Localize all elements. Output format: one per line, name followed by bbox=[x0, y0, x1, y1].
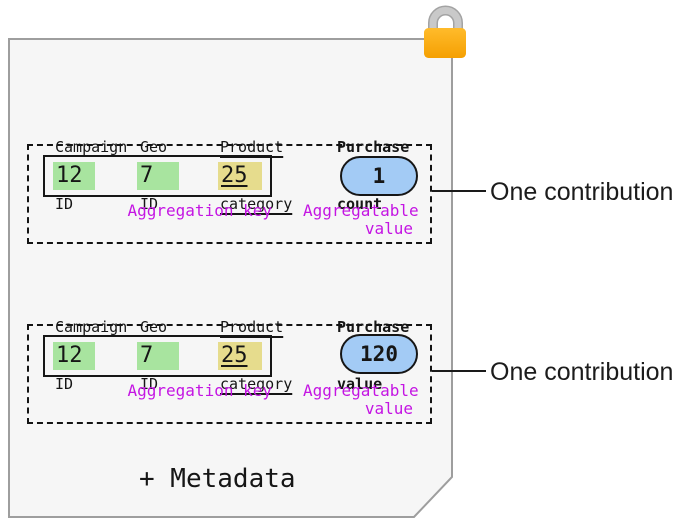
connector-line bbox=[432, 190, 486, 192]
header-line: value bbox=[337, 375, 383, 393]
header-line: Purchase bbox=[337, 138, 410, 156]
column-header-product-category: Product category bbox=[220, 280, 292, 432]
header-line: category bbox=[220, 195, 293, 213]
column-header-geo-id: Geo ID bbox=[140, 100, 176, 252]
lock-icon bbox=[424, 5, 466, 58]
key-cell-campaign-id: 12 bbox=[53, 342, 95, 370]
header-line: ID bbox=[55, 375, 74, 393]
column-header-purchase-value: Purchase value bbox=[337, 280, 409, 432]
header-line: ID bbox=[55, 195, 74, 213]
key-cell-campaign-id: 12 bbox=[53, 162, 95, 190]
header-line: ID bbox=[140, 195, 159, 213]
aggregation-key-label: Aggregation key bbox=[127, 201, 273, 220]
header-line: Campaign bbox=[55, 138, 128, 156]
column-header-product-category: Product category bbox=[220, 100, 292, 252]
header-line: category bbox=[220, 375, 293, 393]
key-cell-value: 12 bbox=[56, 163, 83, 188]
aggregation-key-label: Aggregation key bbox=[127, 381, 273, 400]
metadata-label: + Metadata bbox=[139, 464, 296, 494]
aggregatable-value: 120 bbox=[360, 342, 398, 366]
header-line: Purchase bbox=[337, 318, 410, 336]
header-line: Campaign bbox=[55, 318, 128, 336]
connector-line bbox=[432, 370, 486, 372]
aggregation-key-box bbox=[43, 155, 272, 197]
key-cell-value: 7 bbox=[140, 163, 154, 188]
one-contribution-label: One contribution bbox=[490, 358, 674, 386]
label-line: value bbox=[364, 399, 413, 418]
header-line: Product bbox=[220, 318, 284, 336]
label-line: Aggregatable bbox=[303, 201, 419, 220]
column-header-purchase-count: Purchase count bbox=[337, 100, 409, 252]
aggregatable-value-label: Aggregatable value bbox=[303, 201, 419, 238]
header-line: Product bbox=[220, 138, 284, 156]
label-line: value bbox=[364, 219, 413, 238]
aggregation-key-box bbox=[43, 335, 272, 377]
key-cell-value: 25 bbox=[221, 163, 248, 188]
aggregatable-value-label: Aggregatable value bbox=[303, 381, 419, 418]
key-cell-product-category: 25 bbox=[218, 342, 262, 370]
column-header-campaign-id: Campaign ID bbox=[55, 100, 127, 252]
aggregatable-value-pill: 1 bbox=[340, 156, 418, 196]
key-cell-value: 25 bbox=[221, 343, 248, 368]
lock-body bbox=[424, 28, 466, 58]
column-header-campaign-id: Campaign ID bbox=[55, 280, 127, 432]
lock-shackle-inner bbox=[429, 7, 462, 42]
key-cell-geo-id: 7 bbox=[137, 162, 179, 190]
aggregatable-value-pill: 120 bbox=[340, 334, 418, 374]
column-header-geo-id: Geo ID bbox=[140, 280, 176, 432]
key-cell-value: 7 bbox=[140, 343, 154, 368]
aggregatable-value: 1 bbox=[372, 164, 386, 188]
one-contribution-label: One contribution bbox=[490, 178, 674, 206]
header-line: Geo bbox=[140, 318, 168, 336]
key-cell-product-category: 25 bbox=[218, 162, 262, 190]
header-line: ID bbox=[140, 375, 159, 393]
header-line: count bbox=[337, 195, 383, 213]
header-line: Geo bbox=[140, 138, 168, 156]
report-sheet bbox=[8, 38, 453, 518]
label-line: Aggregatable bbox=[303, 381, 419, 400]
contribution-dashed-box bbox=[27, 144, 432, 244]
contribution-dashed-box bbox=[27, 324, 432, 424]
key-cell-value: 12 bbox=[56, 343, 83, 368]
key-cell-geo-id: 7 bbox=[137, 342, 179, 370]
